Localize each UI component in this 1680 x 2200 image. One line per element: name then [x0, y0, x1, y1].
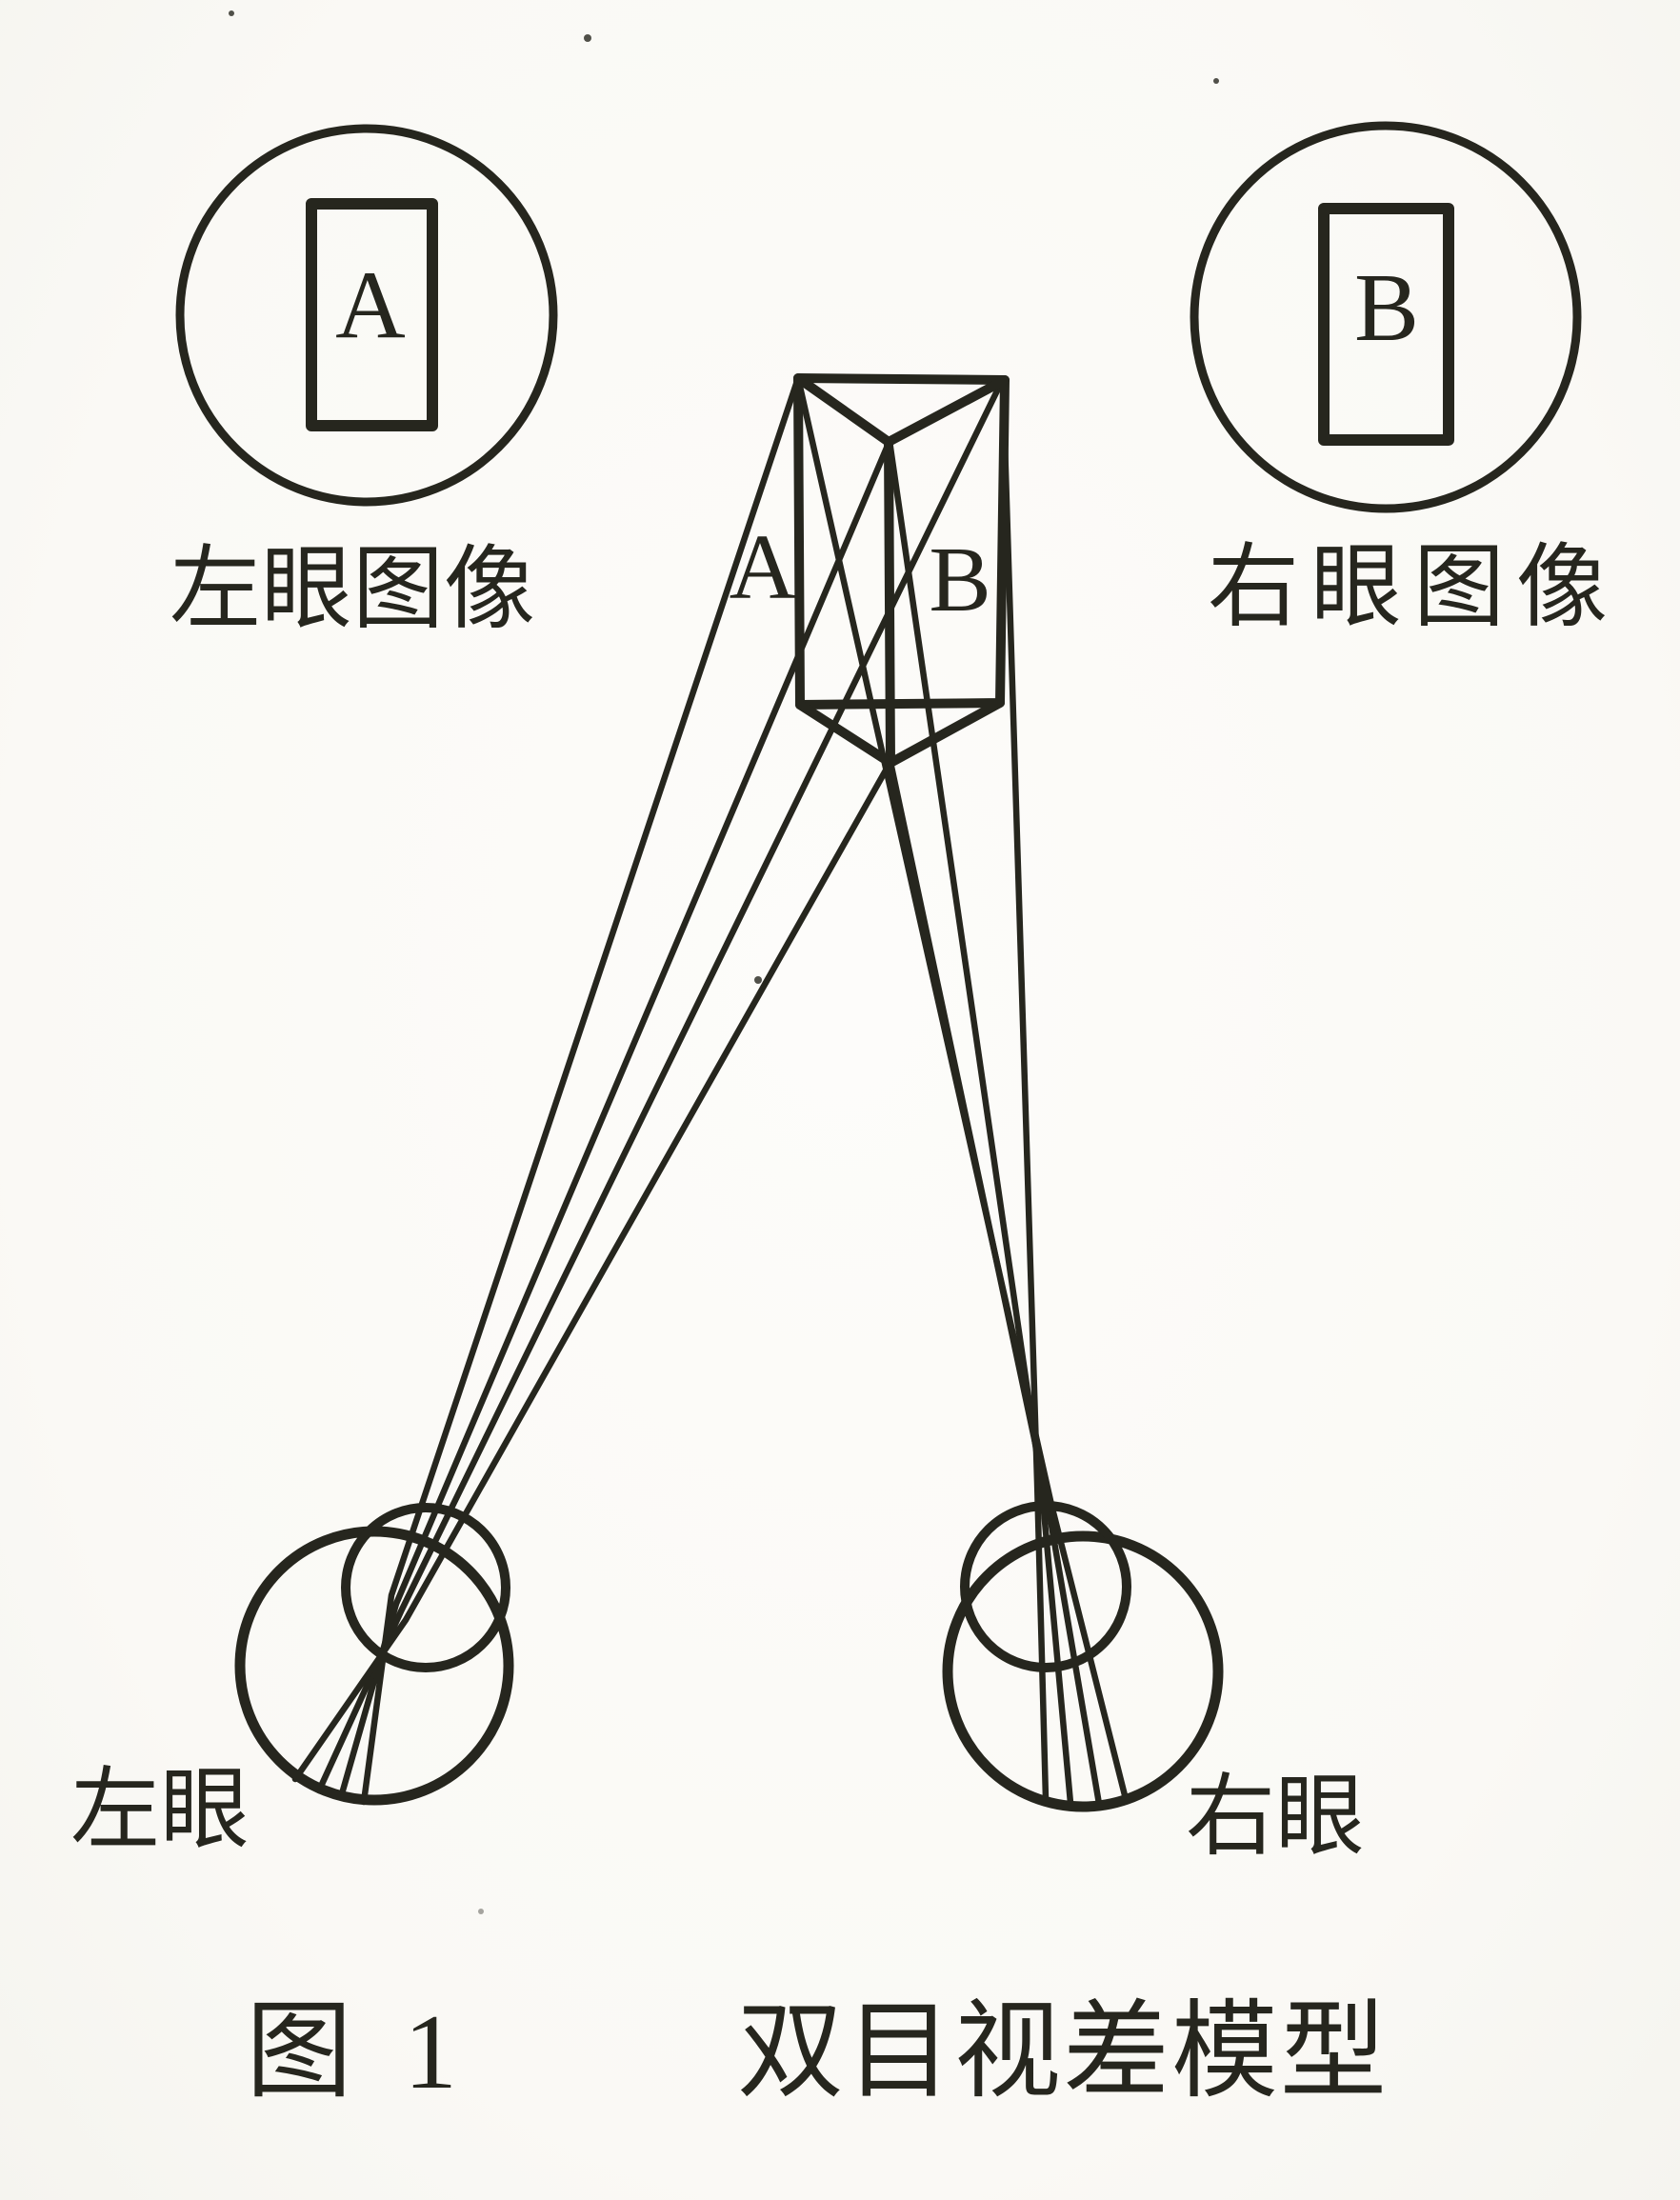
ink-speck — [1213, 78, 1219, 84]
ink-speck — [229, 10, 234, 16]
light-ray — [291, 758, 894, 1783]
right-image-rect — [1318, 203, 1454, 446]
left-eye-label: 左眼 — [70, 1761, 250, 1860]
light-rays-left-eye — [291, 374, 1007, 1806]
right-eye — [942, 1501, 1224, 1812]
box-left-face-letter: A — [730, 516, 797, 619]
left-eye-lens — [341, 1503, 510, 1672]
right-eye-lens — [960, 1501, 1131, 1672]
right-eye-image-view — [1190, 121, 1582, 513]
right-image-letter: B — [1354, 254, 1419, 362]
ink-speck — [478, 1909, 484, 1914]
figure-number: 图 1 — [246, 1993, 457, 2111]
object-box-bottom-face-edges — [795, 698, 1005, 768]
left-image-circle — [175, 124, 558, 507]
ink-speck — [584, 34, 591, 42]
right-image-label: 右眼图像 — [1208, 536, 1619, 638]
right-image-circle — [1190, 121, 1582, 513]
light-rays-right-eye — [794, 374, 1130, 1808]
box-right-face-letter: B — [929, 529, 990, 631]
right-eye-label: 右眼 — [1185, 1768, 1365, 1867]
left-image-label: 左眼图像 — [170, 538, 535, 640]
ink-speck — [390, 1510, 396, 1515]
left-eye — [234, 1503, 514, 1806]
object-box — [793, 373, 1010, 768]
left-image-rect — [306, 198, 438, 431]
right-eyeball-outline — [942, 1530, 1224, 1812]
light-ray — [315, 375, 1007, 1794]
scan-specks — [229, 10, 1219, 1914]
left-eye-image-view — [175, 124, 558, 507]
figure-title: 双目视差模型 — [737, 1993, 1389, 2111]
light-ray — [337, 437, 893, 1801]
ink-speck — [754, 976, 762, 984]
light-ray — [999, 375, 1050, 1803]
light-ray — [360, 374, 802, 1806]
object-box-front-edge — [884, 437, 895, 768]
left-image-letter: A — [335, 251, 406, 359]
